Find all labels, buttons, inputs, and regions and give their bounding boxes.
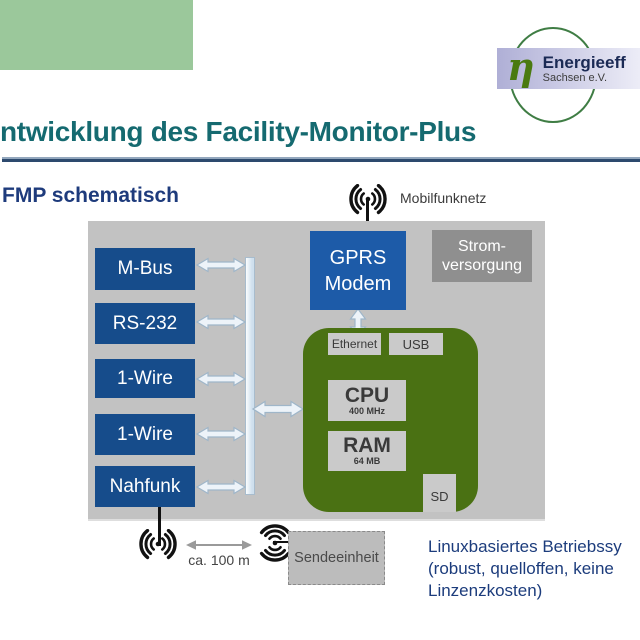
power-supply-block: Strom- versorgung: [432, 230, 532, 282]
cpu-chip: CPU 400 MHz: [328, 380, 406, 421]
double-arrow-icon: [196, 257, 246, 273]
antenna-icon: [139, 529, 177, 560]
gprs-modem-block: GPRS Modem: [310, 231, 406, 310]
note-line-1: Linuxbasiertes Betriebssy: [428, 537, 622, 556]
distance-label: ca. 100 m: [188, 552, 250, 568]
interface-block-rs232: RS-232: [95, 303, 195, 344]
title-rule: [2, 159, 640, 162]
ram-size: 64 MB: [353, 456, 381, 466]
logo-org-subtitle: Sachsen e.V.: [542, 71, 608, 84]
double-arrow-icon: [196, 314, 246, 330]
interface-block-nahfunk: Nahfunk: [95, 466, 195, 507]
ethernet-label: Ethernet: [331, 337, 378, 351]
slide-subtitle: FMP schematisch: [2, 184, 180, 207]
ram-chip: RAM 64 MB: [328, 431, 406, 471]
sender-antenna-line: [273, 541, 290, 543]
double-arrow-icon: [196, 371, 246, 387]
logo-org-name: Energieeff: [542, 52, 626, 72]
double-arrow-icon: [196, 426, 246, 442]
gprs-label-line1: GPRS: [329, 246, 387, 269]
eta-icon: η: [507, 43, 535, 89]
usb-port: USB: [389, 333, 443, 355]
interface-label: 1-Wire: [117, 367, 173, 389]
interface-label: 1-Wire: [117, 423, 173, 445]
interface-label: RS-232: [112, 312, 178, 334]
page-title: ntwicklung des Facility-Monitor-Plus: [0, 116, 477, 147]
note-line-3: Linzenzkosten): [428, 581, 543, 600]
ethernet-port: Ethernet: [328, 333, 381, 355]
power-label-line2: versorgung: [441, 257, 523, 274]
ram-label: RAM: [343, 434, 391, 457]
cpu-speed: 400 MHz: [348, 405, 385, 416]
title-rule-highlight: [2, 157, 640, 159]
linux-note: Linuxbasiertes Betriebssy (robust, quell…: [428, 536, 622, 602]
double-arrow-icon: [196, 479, 246, 495]
header-accent-rectangle: [0, 0, 193, 70]
antenna-icon: [349, 184, 387, 215]
interface-label: M-Bus: [117, 258, 173, 279]
gprs-label-line2: Modem: [324, 272, 392, 295]
interface-block-1wire-a: 1-Wire: [95, 359, 195, 398]
interface-block-mbus: M-Bus: [95, 248, 195, 290]
usb-label: USB: [402, 336, 430, 352]
distance-arrow-icon: [186, 540, 252, 550]
note-line-2: (robust, quelloffen, keine: [428, 559, 614, 578]
cpu-label: CPU: [344, 383, 390, 407]
nahfunk-antenna-line: [158, 507, 161, 546]
sd-slot: SD: [423, 474, 456, 512]
sender-unit-box: Sendeeinheit: [288, 531, 385, 585]
bus-bar: [245, 257, 255, 495]
sender-antenna-icon: [259, 524, 290, 562]
bus-to-board-arrow-icon: [252, 400, 304, 418]
power-label-line1: Strom-: [458, 238, 506, 255]
interface-label: Nahfunk: [109, 475, 181, 497]
sd-label: SD: [430, 489, 449, 504]
logo-text: Energieeff Sachsen e.V.: [542, 52, 626, 84]
logo: η Energieeff Sachsen e.V.: [497, 43, 640, 89]
antenna-mast-line: [366, 200, 369, 232]
interface-block-1wire-b: 1-Wire: [95, 414, 195, 455]
mobile-network-label: Mobilfunknetz: [400, 190, 487, 206]
sender-unit-label: Sendeeinheit: [294, 550, 379, 566]
